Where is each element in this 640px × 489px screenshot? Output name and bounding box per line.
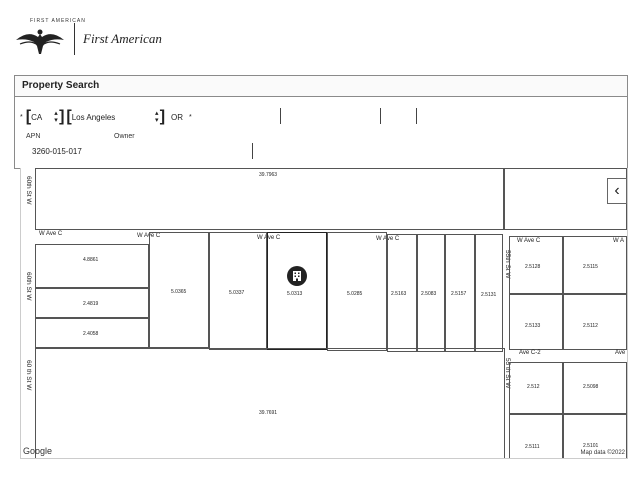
parcel[interactable] xyxy=(35,168,505,230)
parcel[interactable] xyxy=(149,232,209,348)
parcel[interactable] xyxy=(35,318,149,348)
parcel-label: 2.4058 xyxy=(83,331,99,337)
county-select-right-bracket: ] xyxy=(159,108,166,125)
parcel-label: 2.5128 xyxy=(525,264,541,270)
parcel[interactable] xyxy=(563,294,627,350)
state-select-right-bracket: ] xyxy=(59,108,65,125)
street-label: W A xyxy=(613,238,625,244)
parcel-label: 2.5098 xyxy=(583,384,599,390)
state-select[interactable]: CA xyxy=(31,112,43,122)
street-label: 60th St W xyxy=(25,176,32,205)
search-row: * [ CA ▴▾ ] [ Los Angeles ▴▾ ] OR * xyxy=(20,108,195,126)
selected-parcel[interactable] xyxy=(267,232,327,350)
city-input[interactable] xyxy=(380,108,381,124)
parcel-label: 39.7963 xyxy=(259,172,278,178)
parcel[interactable] xyxy=(509,362,563,414)
eagle-icon xyxy=(16,29,64,54)
parcel[interactable] xyxy=(35,244,149,288)
parcel[interactable] xyxy=(509,236,563,294)
required-marker: * xyxy=(20,113,23,121)
building-icon[interactable] xyxy=(287,266,307,286)
parcel-label: 2.5101 xyxy=(583,443,599,449)
parcel[interactable] xyxy=(35,288,149,318)
street-label: W Ave C xyxy=(39,231,63,237)
parcel-label: 2.5163 xyxy=(391,291,407,297)
parcel-label: 39.7691 xyxy=(259,410,278,416)
chevron-left-icon: ‹ xyxy=(614,182,620,199)
address-input[interactable] xyxy=(280,108,281,124)
parcel-label: 2.5083 xyxy=(421,291,437,297)
street-label: W Ave C xyxy=(137,233,161,239)
county-select-left-bracket: [ xyxy=(66,108,72,125)
state-select-left-bracket: [ xyxy=(25,108,32,125)
parcel[interactable] xyxy=(509,294,563,350)
google-logo: Google xyxy=(23,446,53,456)
map-data-attribution[interactable]: Map data ©2022 xyxy=(580,450,625,456)
street-label: 55 th St W xyxy=(504,358,511,389)
parcel[interactable] xyxy=(35,348,505,458)
street-label: W Ave C xyxy=(257,235,281,241)
owner-input[interactable] xyxy=(252,143,253,159)
parcel[interactable] xyxy=(475,234,503,352)
parcel-label: 4.8861 xyxy=(83,257,99,263)
parcel[interactable] xyxy=(563,362,627,414)
parcel-map[interactable]: 39.7963 W Ave C W Ave C W Ave C W Ave C … xyxy=(20,168,628,459)
parcel-label: 2.5133 xyxy=(525,323,541,329)
required-marker-2: * xyxy=(189,113,192,121)
parcel[interactable] xyxy=(445,234,475,352)
parcel[interactable] xyxy=(563,414,627,458)
street-label: W Ave C xyxy=(517,238,541,244)
first-american-logo: FIRST AMERICAN First American xyxy=(14,18,162,60)
parcel[interactable] xyxy=(387,234,417,352)
parcel-label: 2.5131 xyxy=(481,292,497,298)
zip-input[interactable] xyxy=(416,108,417,124)
parcel-label: 2.512 xyxy=(527,384,540,390)
parcel-label: 2.4819 xyxy=(83,301,99,307)
parcel[interactable] xyxy=(563,236,627,294)
parcel-label: 5.0313 xyxy=(287,291,303,297)
parcel[interactable] xyxy=(509,414,563,458)
county-select[interactable]: Los Angeles xyxy=(71,112,116,122)
county-select-arrows-icon[interactable]: ▴▾ xyxy=(154,110,159,124)
collapse-panel-button[interactable]: ‹ xyxy=(607,178,627,204)
parcel-label: 2.5157 xyxy=(451,291,467,297)
parcel-label: 2.5111 xyxy=(525,444,540,450)
parcel-label: 2.5115 xyxy=(583,264,598,270)
street-label: Ave C-2 xyxy=(519,350,541,356)
parcel-label: 5.0365 xyxy=(171,289,187,295)
logo-arc-text: FIRST AMERICAN xyxy=(30,18,86,24)
street-label: 60 th St W xyxy=(25,360,32,391)
owner-label: Owner xyxy=(114,133,135,140)
street-label: 60th St W xyxy=(25,272,32,301)
parcel[interactable] xyxy=(209,232,267,350)
state-select-arrows-icon[interactable]: ▴▾ xyxy=(54,110,58,124)
parcel-label: 5.0337 xyxy=(229,290,245,296)
apn-label: APN xyxy=(26,133,41,140)
parcel-label: 2.5112 xyxy=(583,323,598,329)
street-label: Ave xyxy=(615,350,626,356)
logo-divider xyxy=(74,23,75,55)
street-label: 55th St W xyxy=(504,250,511,279)
parcel[interactable] xyxy=(327,232,387,351)
apn-input[interactable]: 3260-015-017 xyxy=(32,147,82,156)
panel-title: Property Search xyxy=(15,76,627,97)
or-label: OR xyxy=(171,112,184,122)
brand-name: First American xyxy=(83,31,162,46)
parcel[interactable] xyxy=(417,234,445,352)
parcel-label: 5.0285 xyxy=(347,291,363,297)
